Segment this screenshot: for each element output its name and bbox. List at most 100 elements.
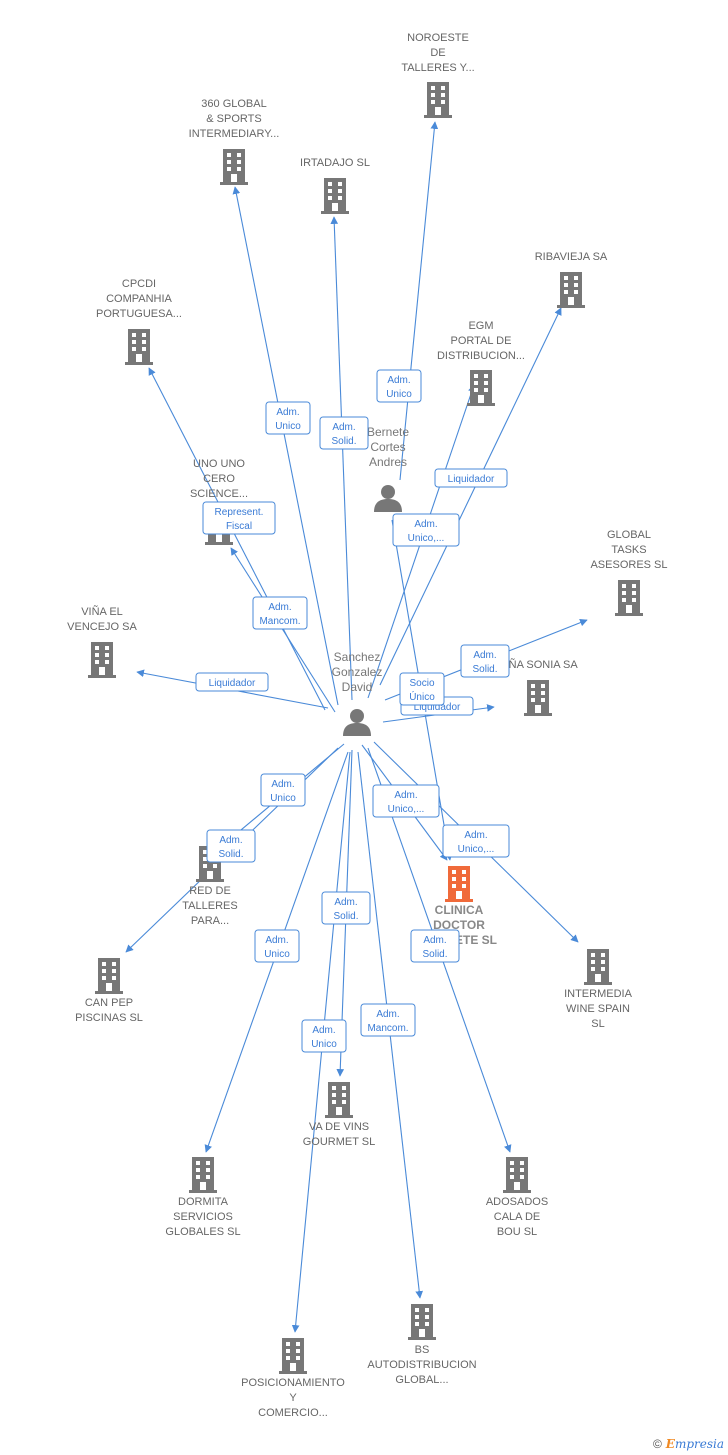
edge-label-text: Unico,... [408, 533, 445, 544]
edge-label-sanchez-dormita[interactable]: Adm.Unico [254, 929, 300, 963]
edge-label-text: Liquidador [209, 678, 256, 689]
edge-label-text: Adm. [423, 935, 446, 946]
edge-label-box [376, 369, 422, 403]
edge-label-sanchez-adosados[interactable]: Adm.Solid. [410, 929, 460, 963]
edge-label-sanchez-vadevins[interactable]: Adm.Solid. [321, 891, 371, 925]
edge-label-sanchez-unouno[interactable]: Adm. Mancom. [252, 596, 308, 630]
building-icon [615, 580, 643, 616]
edge-label-text: Adm. [464, 830, 487, 841]
edge-label-sanchez-ribavieja[interactable]: Liquidador [434, 468, 508, 488]
edge-label-text: Adm. [332, 422, 355, 433]
company-name-line: UNO UNO [193, 458, 245, 470]
edge-label-box [321, 891, 371, 925]
company-node-global360[interactable]: 360 GLOBAL& SPORTSINTERMEDIARY... [189, 98, 280, 185]
footer-brand[interactable]: ©Empresia [653, 1437, 724, 1451]
edge-label-box [410, 929, 460, 963]
edge-sanchez-cpcdi [148, 367, 326, 711]
company-node-ribavieja[interactable]: RIBAVIEJA SA [535, 251, 608, 308]
edge-label-text: Fiscal [226, 521, 252, 532]
brand-logo: Empresia [666, 1437, 724, 1451]
building-icon [584, 949, 612, 985]
company-name-line: SERVICIOS [173, 1211, 233, 1223]
edge-label-box [202, 501, 276, 535]
edge-label-box [360, 1003, 416, 1037]
edge-label-text: Mancom. [259, 616, 300, 627]
company-name-line: CERO [203, 473, 235, 485]
edge-label-sanchez-egm[interactable]: Adm. Unico,... [392, 513, 460, 547]
edge-label-sanchez-irtadajo[interactable]: Adm.Solid. [319, 416, 369, 450]
edge-label-sanchez-vinavencejo[interactable]: Liquidador [195, 672, 269, 692]
building-icon [220, 149, 248, 185]
edge-sanchez-ribavieja [379, 307, 562, 686]
building-icon [95, 958, 123, 994]
edge-label-sanchez-intermedia[interactable]: Adm.Unico,... [442, 824, 510, 858]
company-name-line: NOROESTE [407, 32, 469, 44]
edge-label-text: Adm. [394, 790, 417, 801]
edge-label-text: Unico,... [388, 804, 425, 815]
company-name-line: GOURMET SL [303, 1136, 376, 1148]
edge-label-sanchez-cpcdi[interactable]: Represent. Fiscal [202, 501, 276, 535]
company-name-line: GLOBALES SL [165, 1226, 240, 1238]
company-node-unouno[interactable]: UNO UNO CERO SCIENCE... [190, 458, 248, 545]
company-node-cpcdi[interactable]: CPCDI COMPANHIA PORTUGUESA... [96, 278, 182, 365]
company-name-line: DORMITA [178, 1196, 229, 1208]
company-node-bsauto[interactable]: BSAUTODISTRIBUCIONGLOBAL... [367, 1304, 477, 1386]
building-icon [503, 1157, 531, 1193]
edge-label-bernete-noroeste[interactable]: Adm.Unico [376, 369, 422, 403]
edge-label-text: Mancom. [367, 1023, 408, 1034]
edge-label-text: Adm. [268, 602, 291, 613]
company-name-line: GLOBAL... [395, 1374, 448, 1386]
edge-label-text: Adm. [414, 519, 437, 530]
edge-label-sanchez-canpep[interactable]: Adm.Solid. [206, 829, 256, 863]
edge-label-sanchez-global360[interactable]: Adm.Unico [265, 401, 311, 435]
edge-label-box [460, 644, 510, 678]
edge-label-sanchez-bsauto[interactable]: Adm.Mancom. [360, 1003, 416, 1037]
edge-label-text: Único [409, 690, 435, 703]
edge-label-text: Unico [275, 421, 301, 432]
edge-label-sanchez-posicionamiento[interactable]: Adm.Unico [301, 1019, 347, 1053]
company-name-line: COMPANHIA [106, 293, 172, 305]
company-node-vinasonia[interactable]: VIÑA SONIA SA [498, 658, 578, 716]
person-name-line: Cortes [370, 440, 405, 454]
company-name-line: AUTODISTRIBUCION [367, 1359, 476, 1371]
edge-label-text: Socio [409, 678, 434, 689]
company-name-line: SCIENCE... [190, 488, 248, 500]
company-name-line: CPCDI [122, 278, 156, 290]
edge-label-text: Unico [270, 793, 296, 804]
company-node-irtadajo[interactable]: IRTADAJO SL [300, 157, 370, 214]
edge-label-text: Adm. [271, 779, 294, 790]
company-name-line: PORTUGUESA... [96, 308, 182, 320]
company-name-line: VENCEJO SA [67, 621, 137, 633]
brand-name: mpresia [674, 1437, 724, 1451]
edge-sanchez-irtadajo [330, 216, 353, 701]
company-node-dormita[interactable]: DORMITA SERVICIOS GLOBALES SL [165, 1157, 241, 1238]
edge-label-box [265, 401, 311, 435]
company-name-line: GLOBAL [607, 529, 651, 541]
edge-label-box [442, 824, 510, 858]
edge-bernete-noroeste [399, 121, 439, 481]
edge-label-box [399, 672, 445, 706]
edge-label-text: Adm. [387, 375, 410, 386]
edge-label-sanchez-clinica[interactable]: Adm. Unico,... [372, 784, 440, 818]
edge-label-sanchez-globaltasks[interactable]: Adm.Solid. [460, 644, 510, 678]
building-icon [125, 329, 153, 365]
company-node-posicionamiento[interactable]: POSICIONAMIENTOYCOMERCIO... [241, 1338, 345, 1419]
edge-label-sanchez-redtalleres[interactable]: Adm. Unico [260, 773, 306, 807]
company-name-line: Y [289, 1392, 297, 1404]
building-icon [424, 82, 452, 118]
company-node-redtalleres[interactable]: RED DETALLERESPARA... [182, 846, 238, 927]
edge-label-text: Represent. [215, 507, 264, 518]
